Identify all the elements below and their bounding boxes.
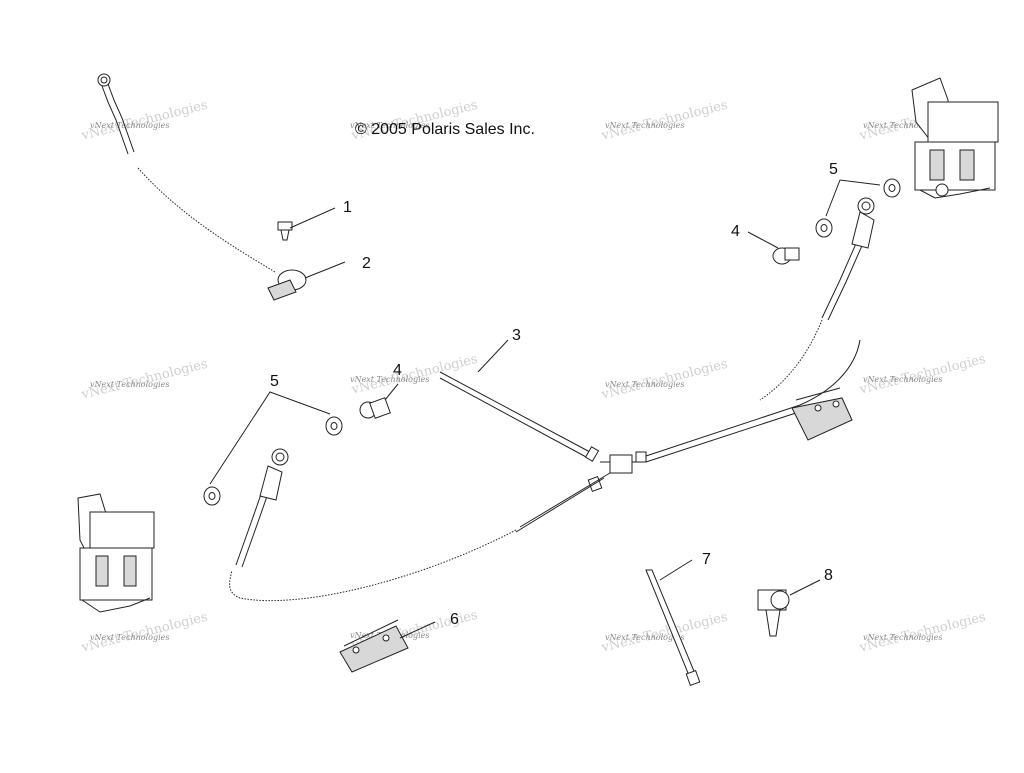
svg-text:vNext Technologies: vNext Technologies bbox=[863, 633, 942, 642]
svg-text:vNext Technologies: vNext Technologies bbox=[350, 375, 429, 384]
part-3-brake-line bbox=[229, 339, 861, 602]
copyright-notice: © 2005 Polaris Sales Inc. bbox=[355, 121, 535, 138]
bracket-right bbox=[791, 387, 853, 441]
callout-4-right: 4 bbox=[731, 223, 740, 240]
callout-8: 8 bbox=[824, 567, 833, 584]
svg-text:vNext Technologies: vNext Technologies bbox=[605, 121, 684, 130]
svg-text:vNext Technologies: vNext Technologies bbox=[605, 380, 684, 389]
callout-5-left: 5 bbox=[270, 373, 279, 390]
callout-1: 1 bbox=[343, 199, 352, 216]
upper-left-brake-line bbox=[97, 73, 276, 273]
callout-4-left: 4 bbox=[393, 362, 402, 379]
right-brake-line bbox=[759, 197, 875, 401]
part-5-washers-right bbox=[815, 178, 901, 238]
part-6-bracket bbox=[339, 619, 436, 673]
left-brake-line bbox=[235, 448, 289, 568]
svg-text:vNext Technologies: vNext Technologies bbox=[350, 121, 429, 130]
part-2-clip bbox=[267, 261, 346, 301]
svg-text:vNext Technologies: vNext Technologies bbox=[863, 121, 942, 130]
part-8-fitting bbox=[757, 579, 821, 637]
callout-2: 2 bbox=[362, 255, 371, 272]
svg-text:vNext Technologies: vNext Technologies bbox=[605, 633, 684, 642]
callout-labels: 1 2 3 4 4 5 5 6 7 8 bbox=[270, 161, 838, 628]
callout-6: 6 bbox=[450, 611, 459, 628]
svg-text:vNext Technologies: vNext Technologies bbox=[90, 380, 169, 389]
part-4-bolt-right bbox=[747, 231, 800, 265]
svg-text:vNext Technologies: vNext Technologies bbox=[863, 375, 942, 384]
brake-caliper-left bbox=[77, 493, 155, 613]
part-5-washers-left bbox=[203, 391, 343, 506]
part-4-bolt-left bbox=[359, 383, 399, 419]
svg-text:vNext Technologies: vNext Technologies bbox=[90, 633, 169, 642]
callout-3: 3 bbox=[512, 327, 521, 344]
callout-7: 7 bbox=[702, 551, 711, 568]
part-1-fastener bbox=[277, 207, 336, 241]
part-7-rod bbox=[645, 559, 701, 686]
brake-caliper-right bbox=[911, 77, 999, 199]
svg-text:vNext Technologies: vNext Technologies bbox=[90, 121, 169, 130]
callout-5-right: 5 bbox=[829, 161, 838, 178]
